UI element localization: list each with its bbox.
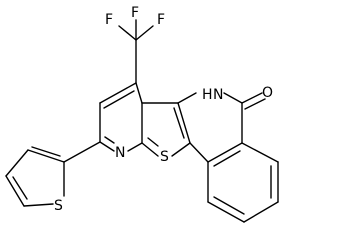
atom-pyridine-nitrogen: N: [115, 145, 125, 161]
bond-la-c5-o-double: [244, 98, 266, 110]
bond-th-c7a-s-inner: [147, 137, 159, 147]
atom-fluorine-top: F: [131, 5, 139, 21]
atom-fluorine-left: F: [105, 12, 113, 28]
molecule-diagram: F F F H N O N S S: [5, 5, 279, 223]
bond-la-c5-o: [241, 92, 263, 104]
atom-thiophene-sulfur: S: [54, 198, 63, 214]
bond-bz-6-inner: [213, 150, 241, 167]
bond-th-s-c2: [171, 142, 191, 157]
structure-svg: F F F H N O N S S: [5, 5, 279, 223]
bond-th-c2-c3-inner: [173, 107, 185, 139]
bond-th2-c2-c3-inner: [31, 146, 61, 157]
bond-th2-link: [63, 141, 101, 163]
bond-la-c3-n: [177, 92, 197, 104]
bond-th-c7a-s: [141, 142, 159, 157]
bond-th2-c4-c5: [5, 175, 25, 207]
bond-py-c2-n-inner: [104, 136, 115, 144]
bond-py-c2-n: [99, 141, 115, 152]
bond-la-c5a-c11b: [207, 142, 243, 163]
bond-th2-c3-c4: [5, 149, 29, 177]
bond-bz-3: [243, 201, 279, 223]
bond-c-f-left: [118, 25, 137, 41]
bond-bz-4: [207, 201, 245, 223]
bond-la-c11b-c2: [189, 142, 209, 163]
bond-py-c4-c3-inner: [103, 90, 135, 109]
bond-th2-c2-c3: [27, 149, 65, 163]
bond-bz-4-inner: [213, 196, 245, 215]
bond-th-c2-c3: [177, 102, 191, 144]
bond-bz-1: [241, 142, 279, 163]
thienyl-substituent: [5, 141, 101, 207]
pyridine-ring: [99, 82, 143, 152]
benzo-ring: [207, 142, 279, 223]
bond-th2-c5-s: [23, 203, 54, 207]
atom-carbonyl-oxygen: O: [262, 85, 273, 101]
fused-thiophene-ring: [141, 102, 191, 157]
atom-amide-hydrogen: H: [202, 87, 213, 103]
bond-th2-c4-c5-inner: [12, 176, 28, 200]
bond-py-n-c7a: [127, 142, 143, 152]
bond-la-n-c5: [223, 92, 243, 104]
trifluoromethyl-group: [118, 19, 154, 84]
atom-labels: F F F H N O N S S: [54, 5, 273, 214]
lactam-ring: [177, 92, 266, 163]
bond-py-c3a-c4: [135, 82, 143, 104]
bond-py-c4-c3: [99, 82, 137, 104]
bond-c-f-right: [135, 25, 154, 41]
atom-fluorine-right: F: [157, 12, 165, 28]
atom-amide-nitrogen: N: [213, 87, 223, 103]
atom-fused-sulfur: S: [160, 149, 169, 165]
